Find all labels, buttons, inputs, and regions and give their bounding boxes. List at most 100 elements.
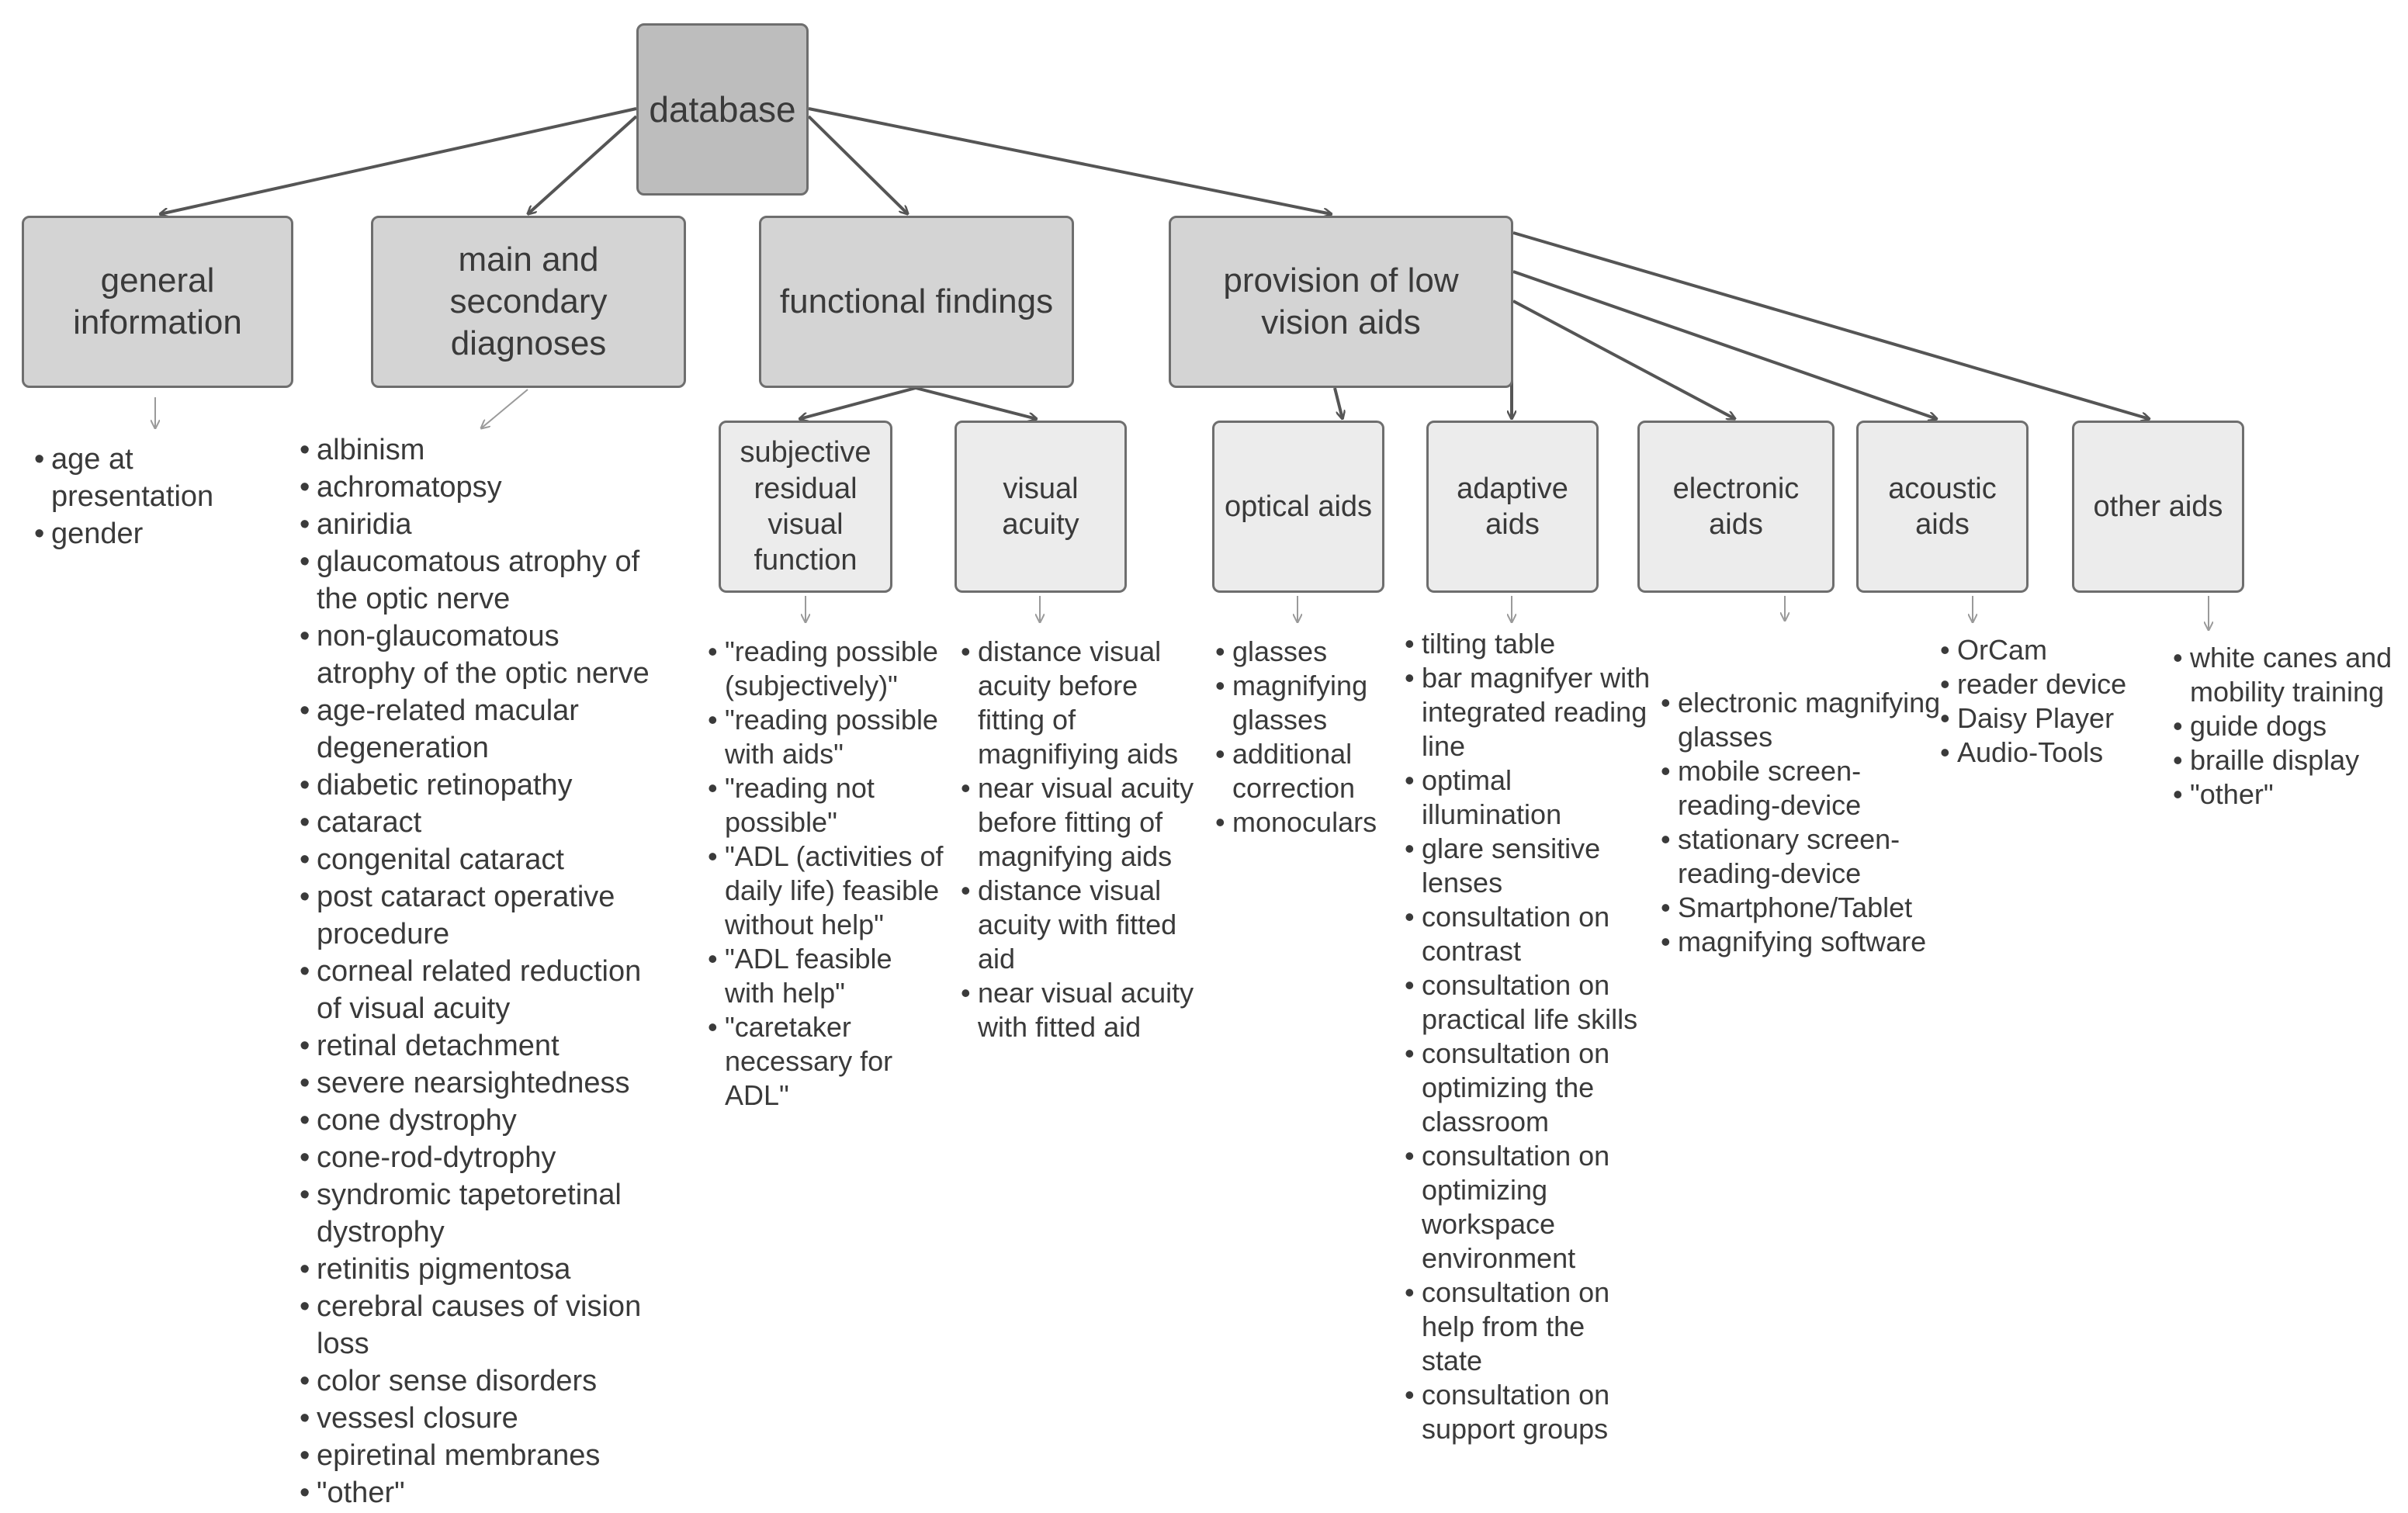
node-other-aids-label: other aids [2093, 490, 2223, 523]
node-acoustic-aids: acoustic aids [1856, 421, 2029, 593]
node-electronic-aids: electronic aids [1637, 421, 1835, 593]
connector-functional-acuity [915, 386, 1037, 419]
list-item: magnifying glasses [1215, 669, 1370, 737]
list-item: bar magnifyer with integrated reading li… [1405, 661, 1653, 763]
node-functional-findings: functional findings [759, 216, 1074, 388]
list-item: near visual acuity with fitted aid [961, 976, 1201, 1044]
list-item: cerebral causes of vision loss [300, 1288, 664, 1362]
list-item: glare sensitive lenses [1405, 832, 1653, 900]
list-item: Daisy Player [1940, 701, 2173, 736]
list-adaptive-aids: tilting tablebar magnifyer with integrat… [1405, 627, 1653, 1446]
node-visual-acuity: visual acuity [955, 421, 1127, 593]
list-item: glaucomatous atrophy of the optic nerve [300, 543, 664, 618]
node-functional-findings-label: functional findings [779, 282, 1054, 321]
list-item: Audio-Tools [1940, 736, 2173, 770]
list-item: consultation on optimizing workspace env… [1405, 1139, 1653, 1276]
connector-functional-residual [799, 386, 916, 419]
list-item: retinal detachment [300, 1027, 664, 1065]
list-item: age at presentation [34, 441, 259, 515]
list-item: distance visual acuity with fitted aid [961, 874, 1201, 976]
list-item: color sense disorders [300, 1362, 664, 1400]
node-database-label: database [649, 88, 796, 130]
node-adaptive-aids: adaptive aids [1426, 421, 1599, 593]
node-provision-low-vision-aids-label: provision of low vision aids [1223, 261, 1459, 341]
list-item: "caretaker necessary for ADL" [708, 1010, 948, 1113]
node-visual-acuity-label: visual acuity [1002, 472, 1079, 541]
list-item: cone-rod-dytrophy [300, 1139, 664, 1176]
list-item: stationary screen-reading-device [1661, 822, 1956, 891]
list-main-secondary-diagnoses: albinismachromatopsyaniridiaglaucomatous… [300, 431, 664, 1511]
list-item: "ADL feasible with help" [708, 942, 948, 1010]
node-other-aids: other aids [2072, 421, 2244, 593]
list-item: "reading possible (subjectively)" [708, 635, 948, 703]
list-item: consultation on support groups [1405, 1378, 1653, 1446]
list-item: "reading possible with aids" [708, 703, 948, 771]
connector-diagnoses-list [481, 389, 528, 428]
list-other-aids: white canes and mobility trainingguide d… [2173, 641, 2406, 812]
list-item: consultation on contrast [1405, 900, 1653, 968]
node-subjective-residual-visual-function-label: subjective residual visual function [740, 436, 871, 577]
list-item: retinitis pigmentosa [300, 1251, 664, 1288]
connector-database-provision [808, 107, 1332, 214]
list-item: syndromic tapetoretinal dystrophy [300, 1176, 664, 1251]
list-acoustic-aids: OrCamreader deviceDaisy PlayerAudio-Tool… [1940, 633, 2173, 770]
node-main-secondary-diagnoses: main and secondary diagnoses [371, 216, 686, 388]
list-item: optimal illumination [1405, 763, 1653, 832]
list-item: magnifying software [1661, 925, 1956, 959]
list-item: severe nearsightedness [300, 1065, 664, 1102]
list-item: guide dogs [2173, 709, 2406, 743]
list-item: "other" [2173, 777, 2406, 812]
list-item: aniridia [300, 506, 664, 543]
node-subjective-residual-visual-function: subjective residual visual function [719, 421, 892, 593]
list-item: albinism [300, 431, 664, 469]
connector-provision-acoustic [1512, 270, 1937, 419]
list-item: mobile screen-reading-device [1661, 754, 1956, 822]
list-item: vessesl closure [300, 1400, 664, 1437]
list-item: consultation on practical life skills [1405, 968, 1653, 1037]
list-item: monoculars [1215, 805, 1377, 840]
list-item: additional correction [1215, 737, 1370, 805]
connector-provision-other [1512, 231, 2150, 419]
list-item: corneal related reduction of visual acui… [300, 953, 664, 1027]
list-item: braille display [2173, 743, 2406, 777]
list-item: cone dystrophy [300, 1102, 664, 1139]
node-optical-aids: optical aids [1212, 421, 1384, 593]
list-item: consultation on help from the state [1405, 1276, 1653, 1378]
list-item: "ADL (activities of daily life) feasible… [708, 840, 948, 942]
list-item: gender [34, 515, 259, 552]
list-item: age-related macular degeneration [300, 692, 664, 767]
list-item: tilting table [1405, 627, 1653, 661]
list-optical-aids: glassesmagnifying glassesadditional corr… [1215, 635, 1377, 840]
node-acoustic-aids-label: acoustic aids [1888, 472, 1997, 541]
list-item: diabetic retinopathy [300, 767, 664, 804]
list-item: distance visual acuity before fitting of… [961, 635, 1201, 771]
list-item: near visual acuity before fitting of mag… [961, 771, 1201, 874]
list-item: electronic magnifying glasses [1661, 686, 1956, 754]
node-optical-aids-label: optical aids [1224, 490, 1373, 523]
list-item: "reading not possible" [708, 771, 948, 840]
list-item: achromatopsy [300, 469, 664, 506]
node-adaptive-aids-label: adaptive aids [1457, 472, 1568, 541]
node-electronic-aids-label: electronic aids [1672, 472, 1800, 541]
node-provision-low-vision-aids: provision of low vision aids [1169, 216, 1513, 388]
connector-provision-optical [1333, 387, 1343, 419]
connector-database-general [160, 107, 637, 214]
list-item: non-glaucomatous atrophy of the optic ne… [300, 618, 664, 692]
node-general-information: general information [22, 216, 293, 388]
list-subjective-residual-visual-function: "reading possible (subjectively)""readin… [708, 635, 948, 1113]
list-item: epiretinal membranes [300, 1437, 664, 1474]
connector-provision-electronic [1512, 299, 1735, 419]
list-item: OrCam [1940, 633, 2173, 667]
list-general-information: age at presentationgender [34, 441, 259, 552]
list-item: congenital cataract [300, 841, 664, 878]
connector-database-functional [807, 115, 908, 214]
connector-database-diagnoses [528, 115, 638, 214]
list-item: cataract [300, 804, 664, 841]
list-item: glasses [1215, 635, 1370, 669]
list-item: white canes and mobility training [2173, 641, 2406, 709]
list-item: reader device [1940, 667, 2173, 701]
node-main-secondary-diagnoses-label: main and secondary diagnoses [449, 241, 608, 362]
node-general-information-label: general information [73, 261, 242, 341]
